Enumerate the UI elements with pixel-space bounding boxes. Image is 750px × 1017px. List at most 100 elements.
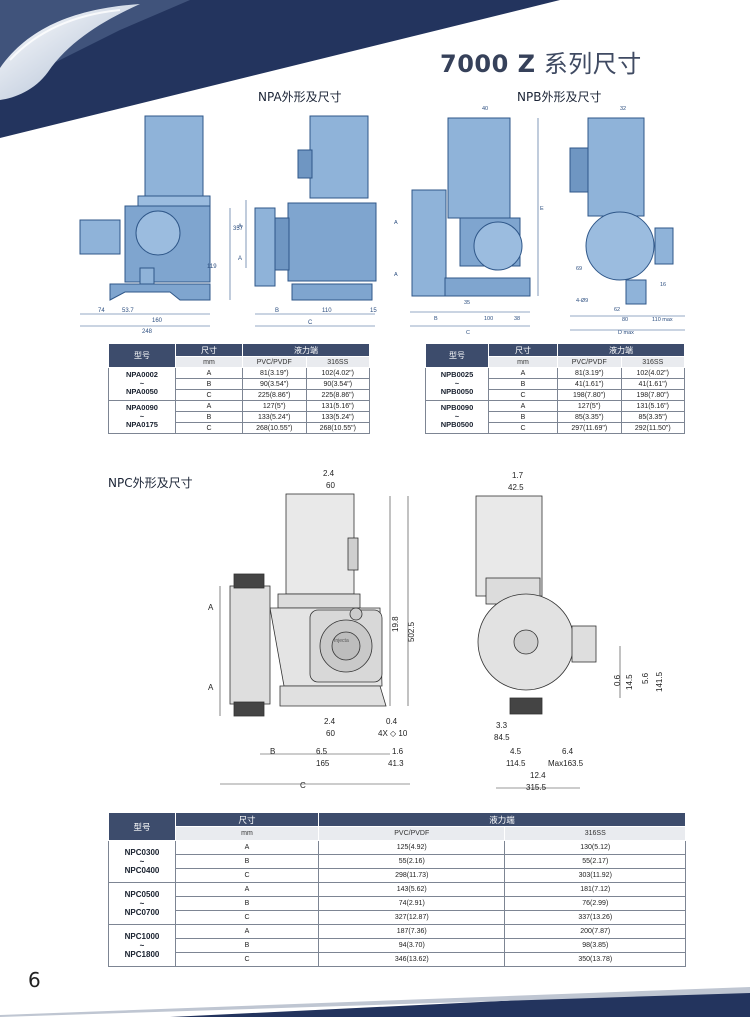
water-splash-graphic [0,4,140,100]
npb-junction-box [569,147,589,193]
dim-cell: A [175,840,319,855]
pvc-cell: 187(7.36) [317,924,506,939]
npc-dimension-table: 型号 尺寸 液力端 mm PVC/PVDF 316SS NPC0300~NPC0… [108,812,686,967]
npb-section-title: NPB外形及尺寸 [517,90,602,104]
npb-dim-100: 100 [484,316,493,322]
npb-dim-40: 40 [482,106,488,112]
npc-junction-box [347,537,359,571]
npc-dim-4-5: 4.5 [510,747,522,756]
col-header-316ss: 316SS [305,356,370,368]
model-name: NPA0090 [126,403,158,413]
npa-dim-b: B [275,308,279,314]
npc-motor-flange [277,593,361,609]
pvc-cell: 74(2.91) [317,896,506,911]
footer-band [0,987,750,1017]
model-name: NPC0300 [124,847,160,857]
pvc-cell: 133(5.24") [242,411,307,423]
pvc-cell: 298(11.73) [317,868,506,883]
table-row: NPC0300~NPC0400 A 125(4.92) 130(5.12) [108,840,686,883]
ss-cell: 303(11.92) [504,868,686,883]
table-row: NPC0500~NPC0700 A 143(5.62) 181(7.12) [108,882,686,925]
ss-cell: 350(13.78) [504,952,686,967]
npa-dim-248: 248 [142,329,153,335]
model-cell: NPB0090~NPB0500 [425,400,489,434]
npa-side-head [254,207,276,287]
ss-cell: 131(5.16") [305,400,370,412]
npc-upper-valve [233,573,265,589]
model-cell: NPA0002~NPA0050 [108,367,176,401]
npc-dim-114-5: 114.5 [506,759,526,768]
npb-dim-c: C [466,330,470,336]
npc-dim-1-6: 1.6 [392,747,404,756]
npc-dim-60: 60 [326,481,335,490]
table-row: B 55(2.16) 55(2.17) [109,854,686,869]
model-name: NPA0002 [126,370,158,380]
npc-dim-0-4: 0.4 [386,717,398,726]
npa-dimension-drawing: 74 53.7 160 248 357 119 A A B 110 15 C [79,115,377,335]
model-range-sep: ~ [454,411,460,421]
dim-cell: C [175,389,243,401]
npa-motor-flange [137,195,211,207]
table-row: NPC1000~NPC1800 A 187(7.36) 200(7.87) [108,924,686,967]
npa-dimension-table: 型号 尺寸 液力端 mm PVC/PVDF 316SS NPA0002~NPA0… [108,343,370,434]
npb-dim-62: 62 [614,307,620,313]
npc-side-outlet [571,625,597,663]
npa-dim-a1: A [238,224,242,230]
npc-dim-a1: A [208,603,214,612]
ss-cell: 337(13.26) [504,910,686,925]
npc-dim-141-5: 141.5 [655,671,664,692]
col-header-size: 尺寸 [175,812,319,827]
dim-cell: B [175,378,243,390]
npc-dim-6-5: 6.5 [316,747,328,756]
pvc-cell: 198(7.80") [557,389,622,401]
npc-dim-1-7: 1.7 [512,471,524,480]
pvc-cell: 85(3.35") [557,411,622,423]
model-range-sep: ~ [139,411,145,421]
ss-cell: 198(7.80") [620,389,685,401]
banner-highlight [0,0,190,95]
table-row: C 225(8.86") 225(8.86") [109,389,370,401]
ss-cell: 41(1.61") [620,378,685,390]
npc-section-title: NPC外形及尺寸 [108,476,193,490]
model-cell: NPA0090~NPA0175 [108,400,176,434]
ss-cell: 225(8.86") [305,389,370,401]
model-cell: NPC0300~NPC0400 [108,840,176,883]
npb-dim-69: 69 [576,266,582,272]
dim-cell: A [175,924,319,939]
npc-dim-84-5: 84.5 [494,733,510,742]
npb-dim-b: B [434,316,438,322]
npb-dim-35: 35 [464,300,470,306]
pvc-cell: 94(3.70) [317,938,506,953]
model-name: NPA0175 [126,420,158,430]
table-row: C 346(13.62) 350(13.78) [109,952,686,967]
title-suffix: 系列尺寸 [535,50,642,78]
model-name: NPC0500 [124,889,160,899]
ss-cell: 133(5.24") [305,411,370,423]
npa-dim-160: 160 [152,318,163,324]
pvc-cell: 41(1.61") [557,378,622,390]
dim-cell: C [175,868,319,883]
dim-cell: C [488,422,558,434]
title-series: 7000 Z [440,50,536,78]
model-name: NPB0050 [440,387,474,397]
npc-dim-315-5: 315.5 [526,783,547,792]
col-header-pvc: PVC/PVDF [242,356,307,368]
npc-dim-a2: A [208,683,214,692]
npa-motor [144,115,204,201]
col-header-unit: mm [175,826,319,841]
ss-cell: 102(4.02") [305,367,370,379]
npb-base [444,277,531,297]
npc-dim-14-5: 14.5 [625,674,634,690]
ss-cell: 181(7.12) [504,882,686,897]
col-header-model: 型号 [108,343,176,368]
col-header-size: 尺寸 [488,343,558,357]
pvc-cell: 90(3.54") [242,378,307,390]
npc-dim-2-4b: 2.4 [324,717,336,726]
model-name: NPA0050 [126,387,158,397]
dim-cell: A [175,367,243,379]
table-row: C 327(12.87) 337(13.26) [109,910,686,925]
model-cell: NPC0500~NPC0700 [108,882,176,925]
ss-cell: 76(2.99) [504,896,686,911]
npb-dim-110-max: 110 max [652,317,673,323]
pvc-cell: 346(13.62) [317,952,506,967]
